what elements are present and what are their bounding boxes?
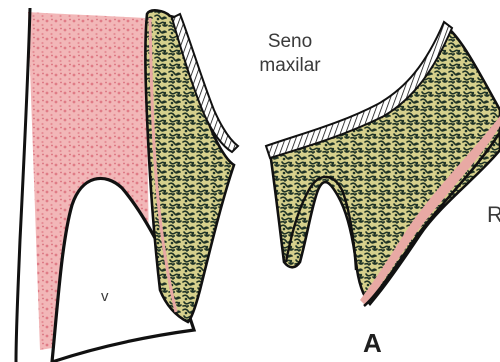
panel-label: A — [363, 330, 382, 356]
sinus-label: Seno maxilar — [255, 30, 325, 78]
sinus-label-line1: Seno — [255, 30, 325, 54]
sinus-label-line2: maxilar — [255, 54, 325, 78]
left-contour — [16, 8, 30, 362]
cut-edge-label: R — [487, 204, 500, 226]
vestibule-label: v — [101, 289, 109, 304]
